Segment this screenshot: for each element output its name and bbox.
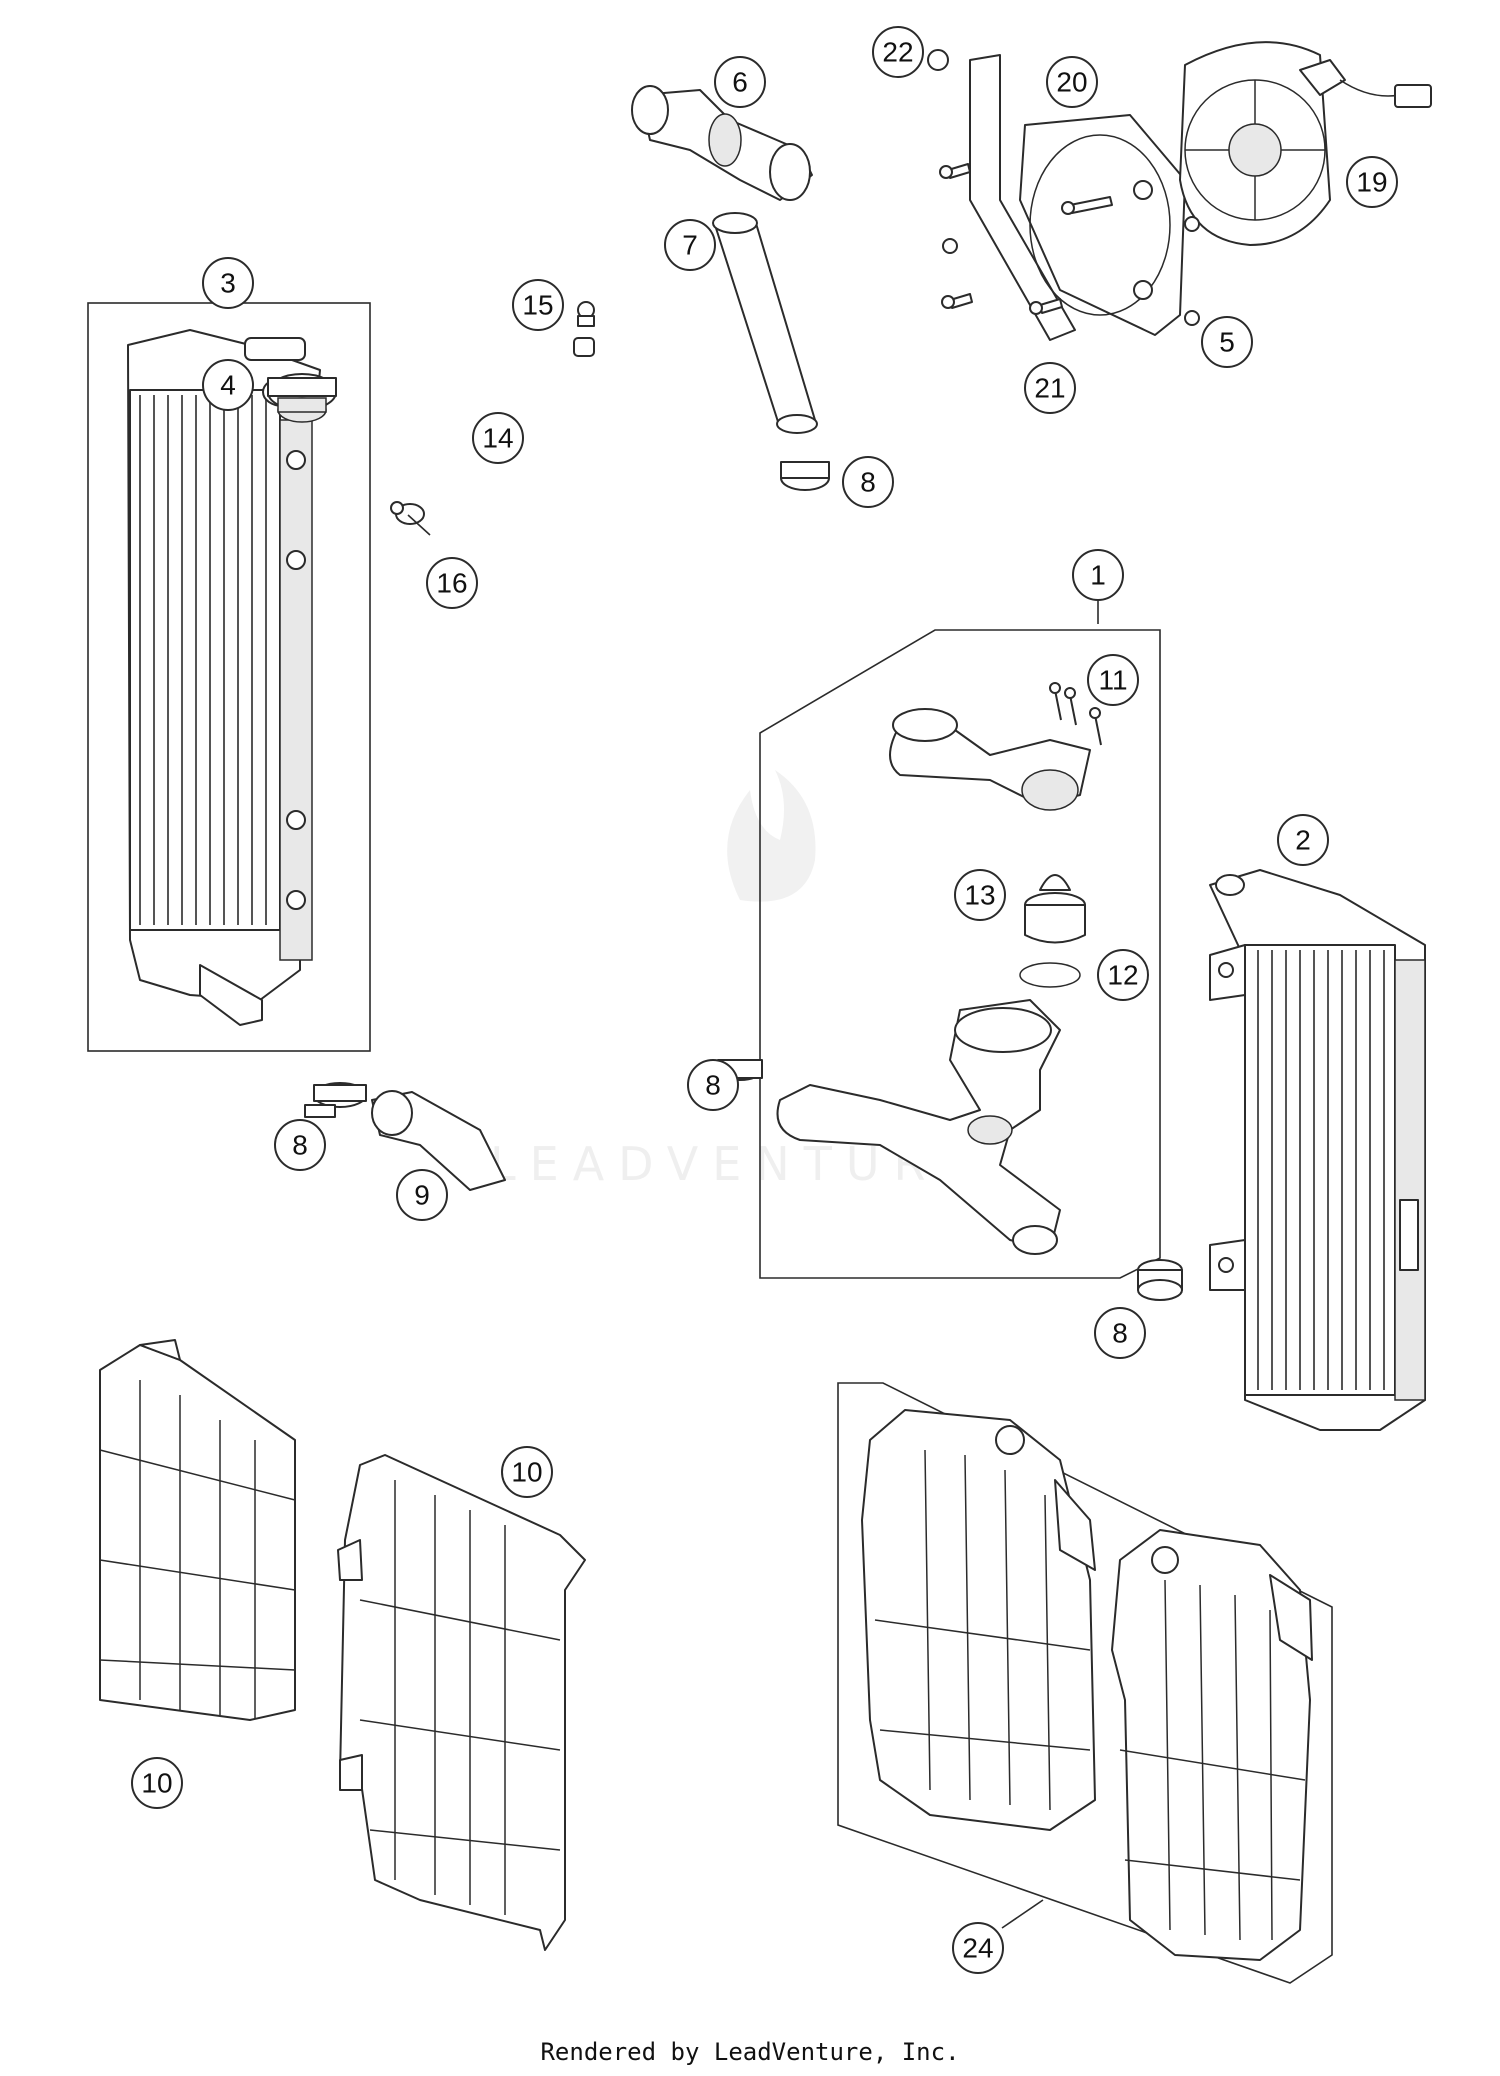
callout-13: 13	[954, 869, 1006, 921]
callout-19: 19	[1346, 156, 1398, 208]
hose-clamp-right	[1137, 1259, 1183, 1301]
radiator-right	[1209, 869, 1426, 1431]
svg-text:14: 14	[482, 423, 513, 454]
svg-text:7: 7	[682, 230, 698, 261]
radiator-cap	[267, 373, 337, 423]
svg-text:10: 10	[511, 1457, 542, 1488]
callout-7: 7	[664, 219, 716, 271]
svg-text:15: 15	[522, 290, 553, 321]
svg-text:1: 1	[1090, 560, 1106, 591]
callout-8-left: 8	[274, 1119, 326, 1171]
connecting-pipe	[712, 212, 818, 434]
hose-kit-frame	[759, 629, 1161, 1279]
fan	[1179, 41, 1432, 246]
o-ring	[1019, 962, 1081, 988]
hose-clip-top	[577, 301, 595, 327]
louver-kit-left	[861, 1409, 1096, 1831]
hose-clip-bottom	[390, 501, 425, 525]
callout-5: 5	[1201, 316, 1253, 368]
svg-text:4: 4	[220, 370, 236, 401]
callout-6: 6	[714, 56, 766, 108]
callout-15: 15	[512, 279, 564, 331]
fan-bracket	[927, 49, 1186, 341]
overflow-hose	[409, 337, 595, 520]
svg-text:19: 19	[1356, 167, 1387, 198]
callout-10-center: 10	[501, 1446, 553, 1498]
radiator-louver-left	[99, 1339, 296, 1721]
callout-20: 20	[1046, 56, 1098, 108]
upper-hose	[631, 85, 813, 201]
svg-text:2: 2	[1295, 825, 1311, 856]
hose-kit-lower	[776, 999, 1061, 1255]
thermostat	[1024, 874, 1086, 944]
callout-16: 16	[426, 557, 478, 609]
callout-14: 14	[472, 412, 524, 464]
louver-kit-right	[1111, 1529, 1313, 1961]
radiator-left	[127, 329, 321, 1026]
svg-text:16: 16	[436, 568, 467, 599]
render-credit: Rendered by LeadVenture, Inc.	[540, 2038, 960, 2066]
svg-text:8: 8	[860, 467, 876, 498]
svg-text:9: 9	[414, 1180, 430, 1211]
callout-21: 21	[1024, 362, 1076, 414]
louver-kit-frame	[837, 1382, 1333, 1984]
svg-text:11: 11	[1098, 665, 1127, 696]
callout-22: 22	[872, 26, 924, 78]
svg-text:5: 5	[1219, 327, 1235, 358]
svg-text:24: 24	[962, 1933, 993, 1964]
svg-text:10: 10	[141, 1768, 172, 1799]
callout-8-right: 8	[1094, 1307, 1146, 1359]
radiator-louver-center	[337, 1454, 586, 1951]
svg-text:20: 20	[1056, 67, 1087, 98]
svg-text:8: 8	[705, 1070, 721, 1101]
callout-11: 11	[1087, 654, 1139, 706]
callout-12: 12	[1097, 949, 1149, 1001]
callout-2: 2	[1277, 814, 1329, 866]
callout-1: 1	[1072, 549, 1124, 601]
hose-kit-upper	[889, 682, 1102, 811]
callout-4: 4	[202, 359, 254, 411]
fan-screws	[939, 163, 1200, 326]
callout-8-kit: 8	[687, 1059, 739, 1111]
svg-text:6: 6	[732, 67, 748, 98]
hose-clamp-mid-left	[304, 1082, 367, 1118]
svg-text:8: 8	[1112, 1318, 1128, 1349]
svg-text:12: 12	[1107, 960, 1138, 991]
lower-hose	[371, 1090, 506, 1191]
svg-text:8: 8	[292, 1130, 308, 1161]
svg-text:3: 3	[220, 268, 236, 299]
callout-9: 9	[396, 1169, 448, 1221]
callout-24: 24	[952, 1922, 1004, 1974]
svg-text:22: 22	[882, 37, 913, 68]
callout-8-upper: 8	[842, 456, 894, 508]
callout-3: 3	[202, 257, 254, 309]
svg-text:13: 13	[964, 880, 995, 911]
hose-clamp-upper	[780, 461, 830, 491]
callout-10-left: 10	[131, 1757, 183, 1809]
svg-text:21: 21	[1034, 373, 1065, 404]
